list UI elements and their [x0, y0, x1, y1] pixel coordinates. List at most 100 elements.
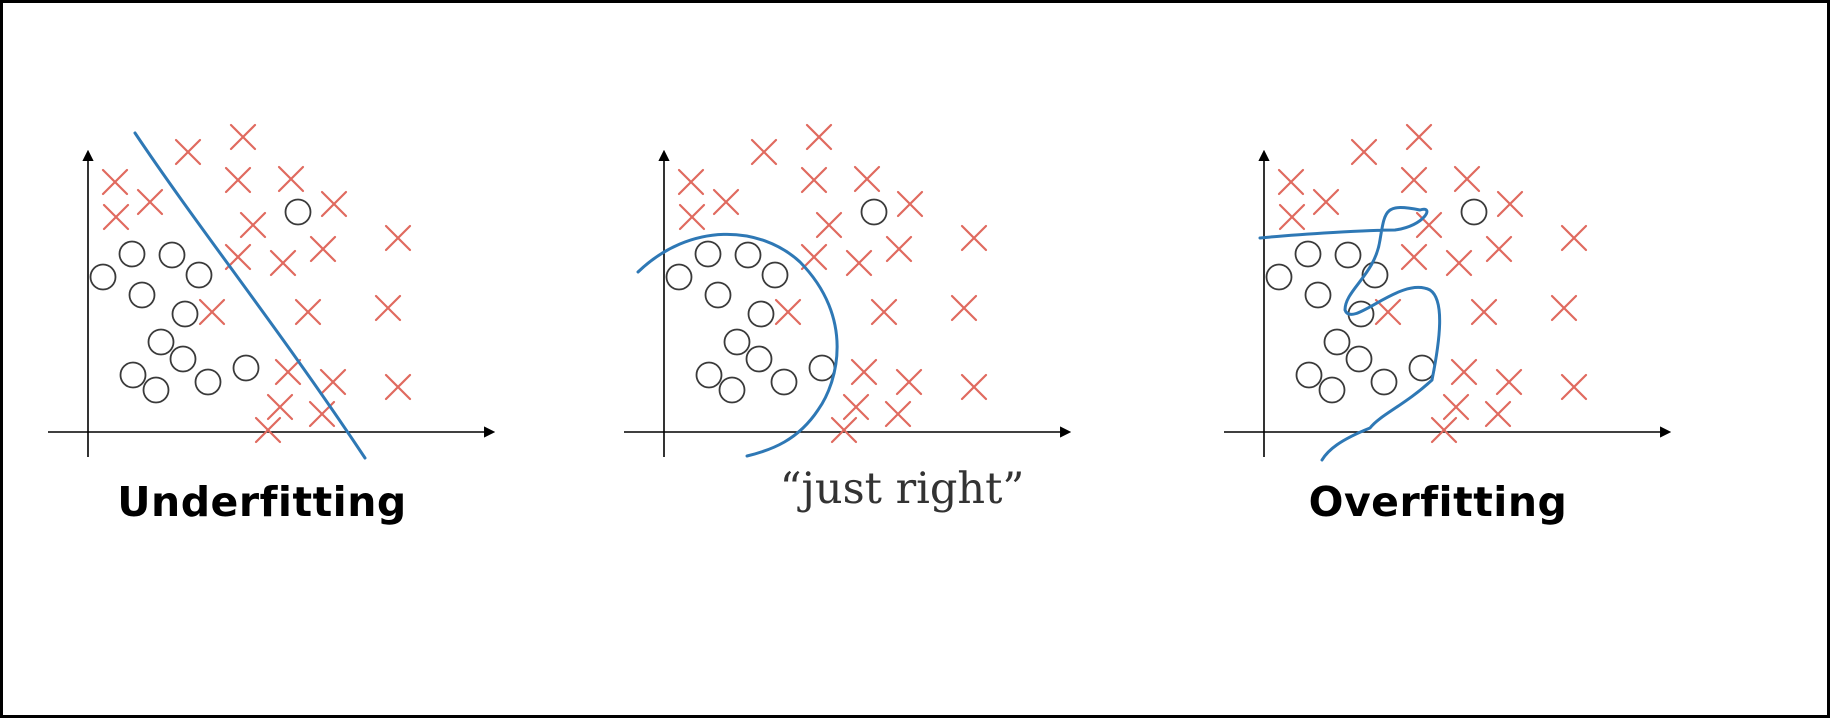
x-marker [885, 235, 913, 263]
x-marker [853, 165, 881, 193]
caption-underfitting: Underfitting [117, 478, 407, 526]
circle-marker [1304, 281, 1332, 309]
circle-marker [1370, 368, 1398, 396]
circle-marker [232, 354, 260, 382]
x-marker [960, 224, 988, 252]
x-marker [950, 294, 978, 322]
decision-boundary [133, 131, 367, 460]
circle-marker [1323, 328, 1351, 356]
x-marker [319, 368, 347, 396]
circle-marker [723, 328, 751, 356]
circle-marker [770, 368, 798, 396]
x-marker [842, 393, 870, 421]
x-marker [136, 188, 164, 216]
x-marker [1550, 294, 1578, 322]
circle-marker [1265, 263, 1293, 291]
x-marker [850, 358, 878, 386]
circle-marker [665, 263, 693, 291]
caption-just-right: “just right” [779, 464, 1025, 514]
x-marker [254, 416, 282, 444]
circle-marker [171, 300, 199, 328]
circle-marker [718, 376, 746, 404]
x-marker [1350, 138, 1378, 166]
circle-marker [747, 300, 775, 328]
x-marker [1405, 123, 1433, 151]
x-marker [800, 243, 828, 271]
x-marker [884, 400, 912, 428]
circle-marker [761, 261, 789, 289]
circle-marker [1318, 376, 1346, 404]
circle-marker [284, 198, 312, 226]
x-marker [1374, 298, 1402, 326]
x-marker [750, 138, 778, 166]
x-marker [1495, 368, 1523, 396]
circle-marker [128, 281, 156, 309]
x-marker [774, 298, 802, 326]
x-marker [1442, 393, 1470, 421]
x-marker [384, 373, 412, 401]
circle-marker [1408, 354, 1436, 382]
x-marker [1470, 298, 1498, 326]
x-marker [1400, 166, 1428, 194]
circle-marker [169, 345, 197, 373]
x-marker [678, 203, 706, 231]
x-marker [1445, 249, 1473, 277]
circle-marker [745, 345, 773, 373]
circle-marker [142, 376, 170, 404]
circle-marker [734, 241, 762, 269]
circle-marker [1334, 241, 1362, 269]
circle-marker [808, 354, 836, 382]
circle-marker [1294, 240, 1322, 268]
x-marker [294, 298, 322, 326]
x-marker [1453, 165, 1481, 193]
x-marker [309, 235, 337, 263]
circle-marker [1345, 345, 1373, 373]
x-marker [1277, 168, 1305, 196]
x-marker [1560, 373, 1588, 401]
x-marker [1278, 203, 1306, 231]
x-marker [960, 373, 988, 401]
x-marker [1400, 243, 1428, 271]
x-marker [1560, 224, 1588, 252]
x-marker [1496, 190, 1524, 218]
x-marker [845, 249, 873, 277]
panel-overfitting [1224, 123, 1672, 462]
x-marker [1430, 416, 1458, 444]
x-marker [198, 298, 226, 326]
x-marker [805, 123, 833, 151]
circle-marker [119, 361, 147, 389]
caption-overfitting: Overfitting [1308, 478, 1568, 526]
circle-marker [185, 261, 213, 289]
circle-marker [1460, 198, 1488, 226]
x-marker [870, 298, 898, 326]
panel-just-right [624, 123, 1072, 458]
x-marker [374, 294, 402, 322]
circle-marker [704, 281, 732, 309]
x-marker [384, 224, 412, 252]
circle-marker [694, 240, 722, 268]
x-marker [1415, 211, 1443, 239]
x-marker [712, 188, 740, 216]
x-marker [224, 166, 252, 194]
x-marker [1312, 188, 1340, 216]
x-marker [800, 166, 828, 194]
x-marker [229, 123, 257, 151]
panel-underfitting [48, 123, 496, 460]
circle-marker [1361, 261, 1389, 289]
x-marker [895, 368, 923, 396]
x-marker [830, 416, 858, 444]
x-marker [174, 138, 202, 166]
x-marker [239, 211, 267, 239]
x-marker [274, 358, 302, 386]
x-marker [320, 190, 348, 218]
circle-marker [118, 240, 146, 268]
circle-marker [158, 241, 186, 269]
x-marker [1484, 400, 1512, 428]
circle-marker [194, 368, 222, 396]
circle-marker [1295, 361, 1323, 389]
x-marker [277, 165, 305, 193]
circle-marker [860, 198, 888, 226]
x-marker [269, 249, 297, 277]
